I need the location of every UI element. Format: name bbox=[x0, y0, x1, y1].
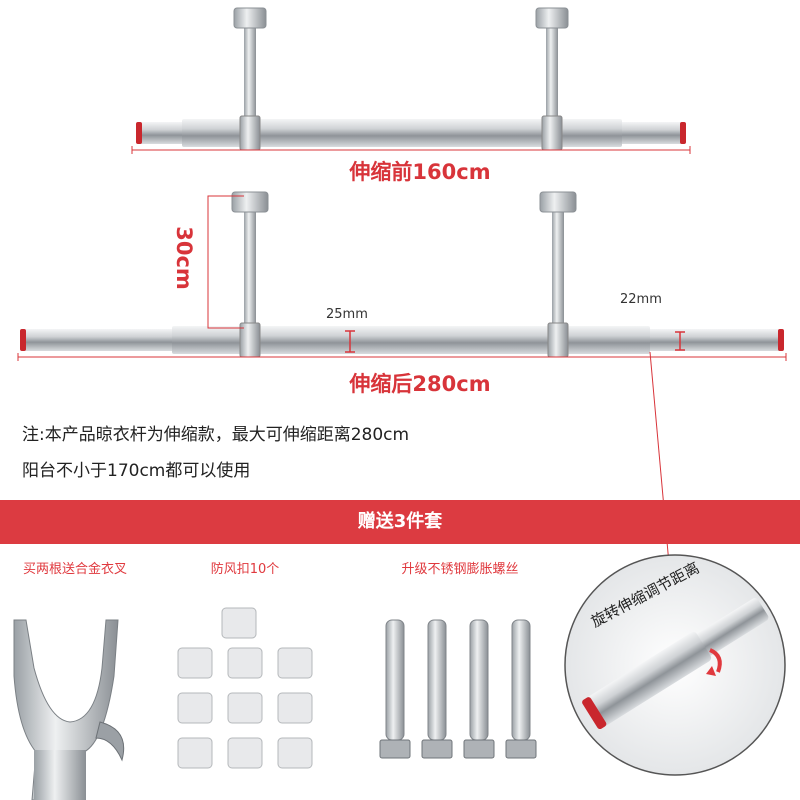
diameter-outer-label: 22mm bbox=[620, 292, 662, 307]
gift-label-clips: 防风扣10个 bbox=[210, 562, 280, 577]
bolts-image bbox=[379, 619, 537, 759]
note-line-2: 阳台不小于170cm都可以使用 bbox=[22, 461, 251, 481]
clips-image bbox=[177, 607, 313, 769]
dimension-before-label: 伸缩前160cm bbox=[349, 160, 491, 184]
diameter-inner-label: 25mm bbox=[326, 307, 368, 322]
gift-label-bolts: 升级不锈钢膨胀螺丝 bbox=[401, 562, 519, 577]
dimension-height-label: 30cm bbox=[171, 226, 196, 290]
gift-banner bbox=[0, 500, 800, 544]
gift-label-fork: 买两根送合金衣叉 bbox=[22, 562, 127, 577]
dimension-after-label: 伸缩后280cm bbox=[349, 372, 491, 396]
pole-before bbox=[131, 7, 691, 154]
gift-banner-title: 赠送3件套 bbox=[357, 511, 443, 532]
callout-lens bbox=[564, 554, 786, 776]
note-line-1: 注:本产品晾衣杆为伸缩款，最大可伸缩距离280cm bbox=[22, 425, 410, 445]
pole-after bbox=[17, 191, 787, 576]
fork-image bbox=[13, 619, 125, 800]
